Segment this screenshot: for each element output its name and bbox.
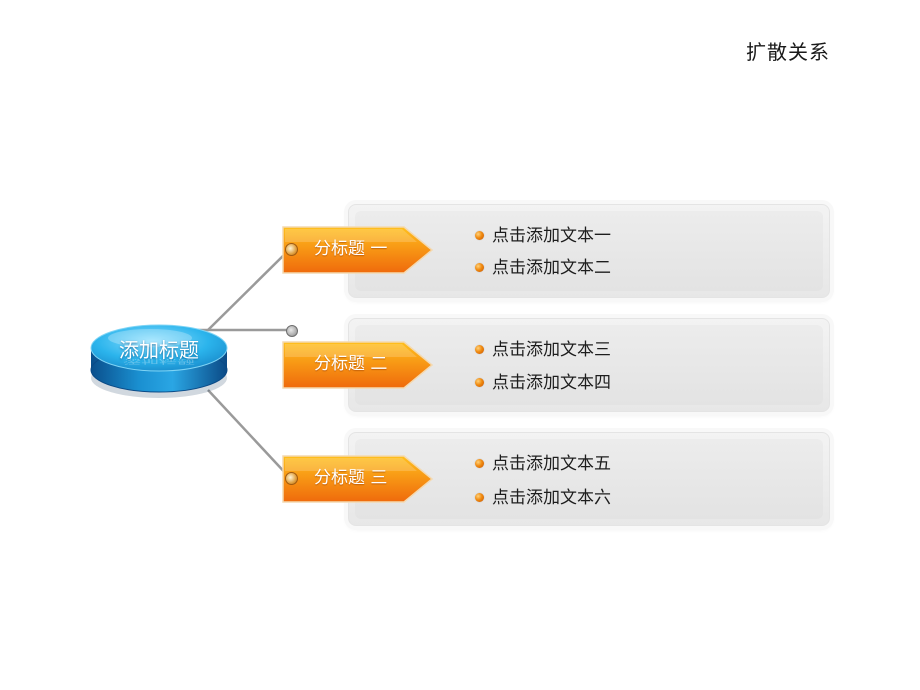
subtitle-label: 分标题 一	[314, 239, 388, 259]
arrow-shape-icon	[282, 226, 434, 274]
connector-knob-icon	[285, 472, 298, 485]
list-item[interactable]: 点击添加文本五	[475, 454, 611, 474]
list-item-text: 点击添加文本四	[492, 373, 611, 393]
list-item-text: 点击添加文本六	[492, 488, 611, 508]
connector-line-3	[207, 389, 291, 479]
hub-label-reflection: 添加标题	[123, 358, 195, 366]
arrow-shape-icon	[282, 455, 434, 503]
bullet-icon	[475, 493, 484, 502]
central-hub[interactable]: 添加标题 添加标题	[90, 320, 228, 402]
list-item-text: 点击添加文本二	[492, 258, 611, 278]
subtitle-label: 分标题 三	[314, 468, 388, 488]
bullet-icon	[475, 231, 484, 240]
subtitle-arrow-2[interactable]: 分标题 二	[282, 341, 434, 389]
list-item[interactable]: 点击添加文本四	[475, 373, 611, 393]
list-item-text: 点击添加文本五	[492, 454, 611, 474]
subtitle-arrow-1[interactable]: 分标题 一	[282, 226, 434, 274]
hub-label: 添加标题	[119, 338, 199, 362]
junction-dot	[286, 325, 298, 337]
bullet-icon	[475, 378, 484, 387]
list-item[interactable]: 点击添加文本六	[475, 488, 611, 508]
hub-disc-icon	[90, 324, 228, 398]
arrow-shape-icon	[282, 341, 434, 389]
subtitle-arrow-3[interactable]: 分标题 三	[282, 455, 434, 503]
page-title: 扩散关系	[746, 40, 830, 64]
content-panel-2: 点击添加文本三 点击添加文本四	[348, 318, 830, 412]
bullet-icon	[475, 263, 484, 272]
list-item[interactable]: 点击添加文本二	[475, 258, 611, 278]
list-item-text: 点击添加文本三	[492, 340, 611, 360]
list-item-text: 点击添加文本一	[492, 226, 611, 246]
list-item[interactable]: 点击添加文本三	[475, 340, 611, 360]
connector-line-1	[207, 248, 291, 331]
bullet-icon	[475, 459, 484, 468]
connector-knob-icon	[285, 243, 298, 256]
subtitle-label: 分标题 二	[314, 354, 388, 374]
bullet-icon	[475, 345, 484, 354]
list-item[interactable]: 点击添加文本一	[475, 226, 611, 246]
